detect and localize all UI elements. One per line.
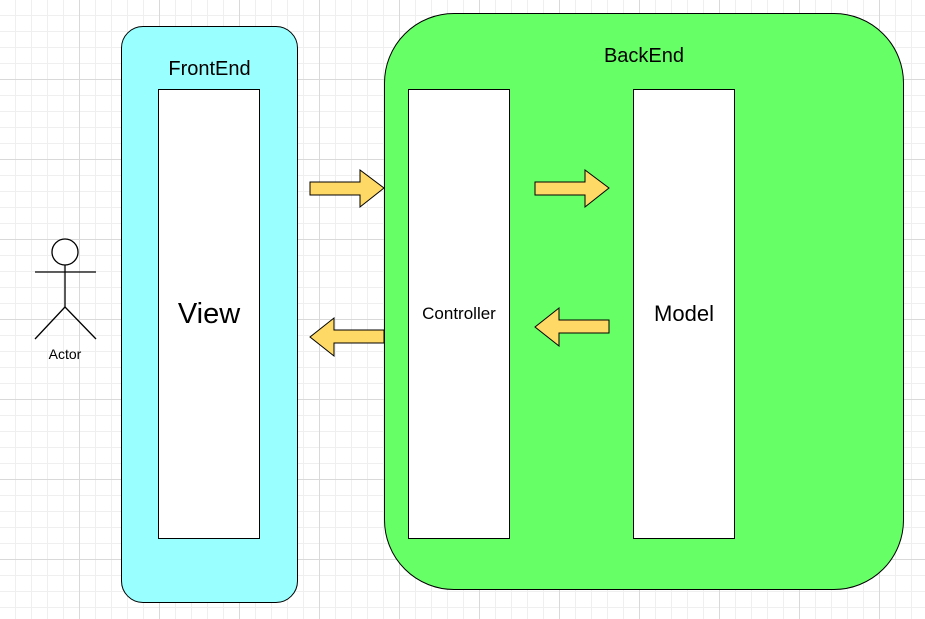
stick-figure-icon bbox=[34, 238, 97, 340]
block-arrow-right-icon bbox=[309, 169, 385, 209]
block-arrow-left-icon bbox=[534, 306, 610, 348]
actor-label: Actor bbox=[48, 346, 82, 362]
block-arrow-right-icon bbox=[534, 169, 610, 209]
backend-title: BackEnd bbox=[603, 45, 685, 67]
controller-box: Controller bbox=[408, 89, 510, 539]
controller-label: Controller bbox=[422, 304, 496, 323]
block-arrow-left-icon bbox=[309, 316, 385, 358]
model-box: Model bbox=[633, 89, 735, 539]
model-label: Model bbox=[654, 301, 714, 326]
frontend-title: FrontEnd bbox=[168, 58, 251, 80]
view-box: View bbox=[158, 89, 260, 539]
view-label: View bbox=[177, 297, 241, 330]
